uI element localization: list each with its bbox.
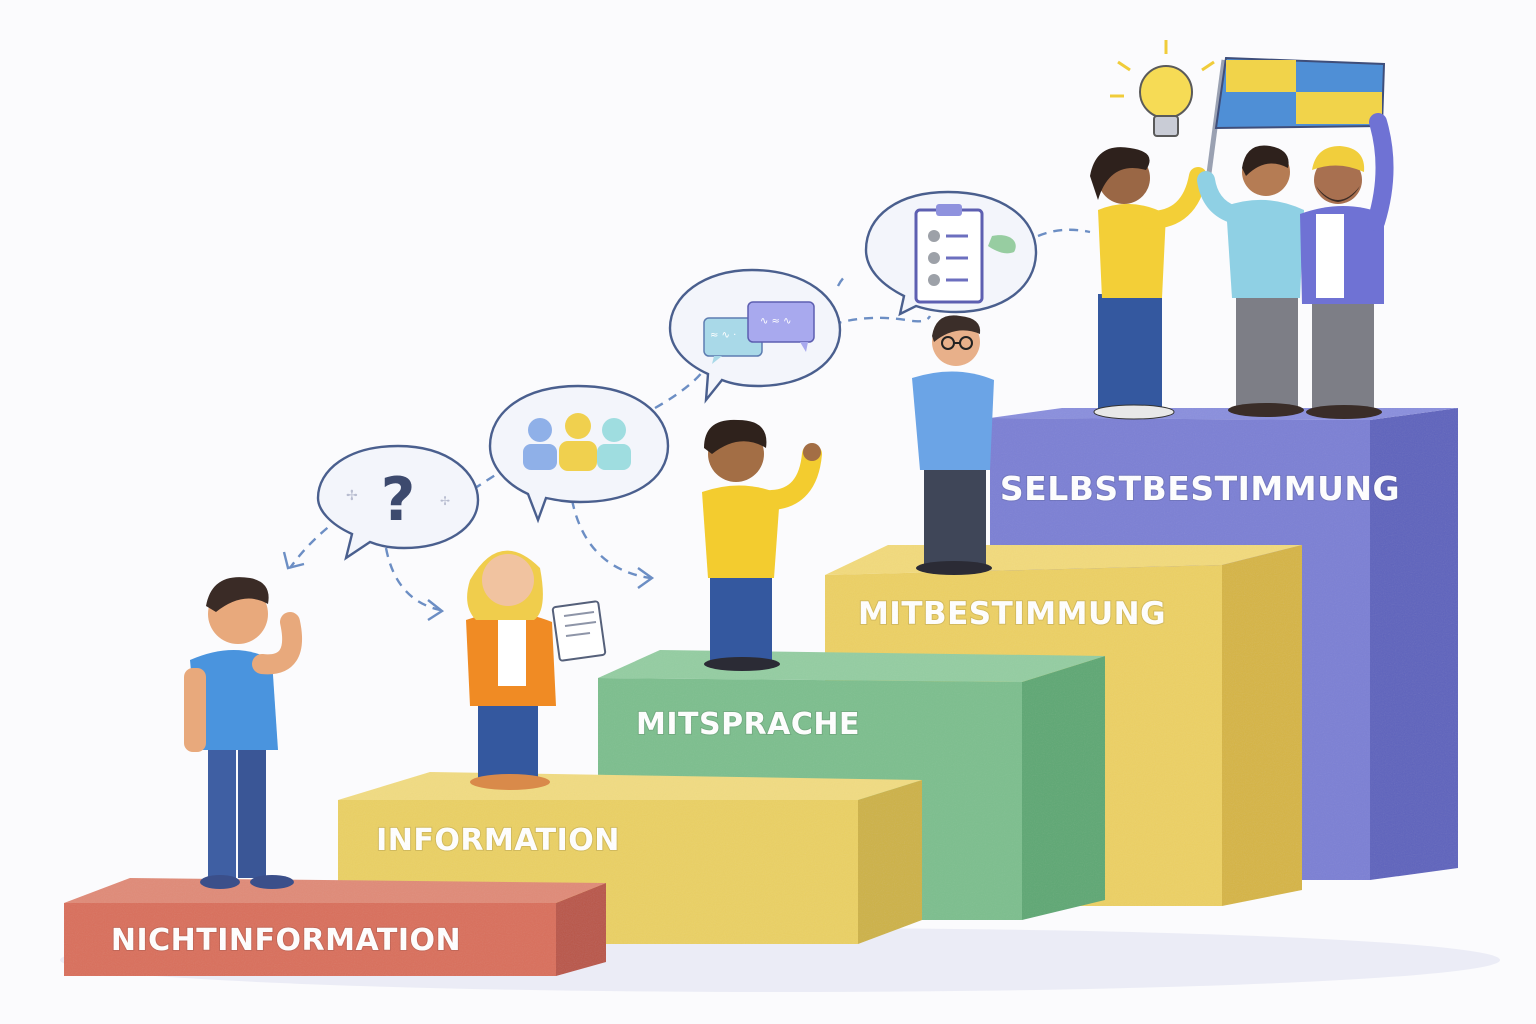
step-label-selbstbestimmung: SELBSTBESTIMMUNG bbox=[1000, 469, 1400, 508]
p4-legs bbox=[924, 460, 986, 566]
p1-hair bbox=[206, 577, 269, 612]
p7-arm bbox=[1367, 113, 1394, 231]
document-paper-icon bbox=[551, 600, 607, 662]
p6-hair bbox=[1242, 145, 1289, 176]
connector-8 bbox=[1037, 228, 1091, 238]
turban bbox=[1312, 146, 1365, 172]
p1-shoe-left bbox=[200, 875, 240, 889]
person-nichtinformation bbox=[184, 577, 303, 889]
p6-shoes bbox=[1228, 403, 1304, 417]
scribble-right: ✢ bbox=[440, 494, 450, 508]
connector-1 bbox=[289, 517, 341, 569]
p2-legs bbox=[478, 700, 538, 778]
bubble-shape-1 bbox=[316, 444, 480, 561]
p7-shirt bbox=[1316, 214, 1344, 298]
question-mark-icon: ? bbox=[381, 465, 416, 535]
step-nichtinformation: NICHTINFORMATION bbox=[64, 878, 606, 976]
p2-shoes bbox=[470, 774, 550, 790]
p3-hand bbox=[803, 443, 821, 461]
p1-shoe-right bbox=[250, 875, 294, 889]
step-1-top bbox=[64, 878, 606, 903]
connector-5 bbox=[654, 369, 705, 410]
svg-text:≈ ∿ ·: ≈ ∿ · bbox=[710, 330, 736, 341]
p1-arm-left bbox=[184, 668, 206, 752]
step-label-nichtinformation: NICHTINFORMATION bbox=[111, 923, 461, 958]
glasses-icon bbox=[941, 336, 973, 350]
p7-beard bbox=[1316, 186, 1360, 202]
connector-7 bbox=[836, 273, 849, 287]
step-4-side bbox=[1222, 545, 1302, 906]
checklist-clipboard-icon bbox=[914, 204, 984, 304]
p5-arm bbox=[1141, 167, 1207, 229]
step-5-side bbox=[1370, 408, 1458, 880]
step-3-side bbox=[1022, 656, 1105, 920]
chat-messages-icon: ≈ ∿ · ∿ ≈ ∿ bbox=[703, 301, 815, 364]
p3-arm-pointing bbox=[762, 444, 822, 510]
p1-shirt bbox=[190, 650, 278, 750]
connector-4 bbox=[570, 499, 651, 580]
step-label-mitsprache: MITSPRACHE bbox=[636, 707, 860, 742]
p7-legs bbox=[1312, 298, 1374, 410]
group-selbstbestimmung bbox=[1090, 40, 1394, 420]
p5-legs bbox=[1098, 294, 1162, 412]
p3-hair bbox=[704, 419, 767, 454]
p6-shirt bbox=[1226, 199, 1304, 298]
p3-legs bbox=[710, 574, 772, 664]
p7-head bbox=[1314, 156, 1362, 204]
p6-legs bbox=[1236, 290, 1298, 408]
arrowhead-1 bbox=[282, 551, 305, 570]
flag-icon bbox=[1214, 56, 1386, 130]
speech-bubble-chat: ≈ ∿ · ∿ ≈ ∿ bbox=[668, 268, 842, 404]
step-label-information: INFORMATION bbox=[376, 823, 620, 858]
p6-arm bbox=[1197, 171, 1241, 223]
step-2-side bbox=[858, 780, 922, 944]
light-bulb-icon bbox=[1110, 40, 1215, 137]
arrowhead-4 bbox=[637, 567, 655, 589]
person-mitsprache bbox=[702, 419, 822, 671]
p1-leg-left bbox=[208, 746, 236, 878]
speech-bubble-question: ? ✢ ✢ bbox=[316, 444, 480, 561]
speech-bubble-checklist bbox=[864, 190, 1038, 317]
green-splash bbox=[988, 235, 1016, 254]
person-mitbestimmung bbox=[912, 315, 994, 575]
p4-sweater bbox=[912, 371, 994, 470]
speech-bubble-people bbox=[488, 384, 670, 524]
p4-shoes bbox=[916, 561, 992, 575]
people-group-icon bbox=[523, 413, 631, 471]
p4-hair bbox=[932, 315, 981, 342]
step-1-front bbox=[64, 903, 556, 976]
p3-shirt bbox=[702, 485, 780, 578]
step-1-side bbox=[556, 883, 606, 976]
p3-shoes bbox=[704, 657, 780, 671]
svg-text:∿ ≈ ∿: ∿ ≈ ∿ bbox=[760, 316, 792, 327]
scribble-left: ✢ bbox=[346, 488, 358, 504]
arrowhead-2 bbox=[427, 599, 445, 622]
connector-2 bbox=[384, 547, 441, 612]
p5-hair bbox=[1090, 147, 1150, 200]
p7-shoes bbox=[1306, 405, 1382, 419]
p2-head bbox=[482, 554, 534, 606]
p1-arm-right bbox=[252, 612, 303, 675]
p1-leg-right bbox=[238, 746, 266, 878]
p2-shirt bbox=[498, 620, 526, 686]
p5-shoes bbox=[1093, 404, 1175, 420]
step-label-mitbestimmung: MITBESTIMMUNG bbox=[858, 596, 1166, 632]
person-information bbox=[466, 550, 607, 790]
